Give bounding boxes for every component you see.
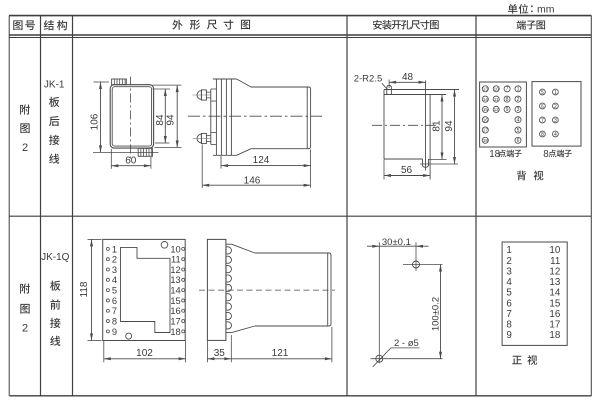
svg-text:6: 6 (541, 104, 544, 110)
svg-text:7: 7 (506, 87, 509, 93)
svg-text:35: 35 (214, 348, 226, 359)
svg-text:2: 2 (112, 255, 117, 265)
svg-text:9: 9 (506, 107, 509, 113)
svg-text:14: 14 (549, 288, 560, 299)
svg-text:12: 12 (494, 107, 500, 112)
svg-text:84: 84 (155, 114, 166, 126)
svg-text:mm: mm (537, 3, 555, 15)
svg-text:2: 2 (22, 323, 28, 335)
svg-text:94: 94 (444, 120, 455, 132)
svg-text:12: 12 (549, 266, 560, 277)
svg-text:100±0.2: 100±0.2 (431, 297, 442, 331)
svg-text:3: 3 (517, 107, 520, 113)
svg-text:2: 2 (554, 104, 557, 110)
svg-text:14: 14 (170, 286, 180, 296)
svg-text:15: 15 (483, 107, 489, 112)
svg-text:81: 81 (432, 120, 443, 132)
svg-text:1: 1 (506, 245, 511, 256)
svg-text:8: 8 (112, 316, 117, 326)
svg-text:1: 1 (112, 244, 117, 254)
svg-text:16: 16 (170, 306, 180, 316)
svg-text:5: 5 (541, 90, 544, 96)
svg-text:1: 1 (554, 90, 557, 96)
svg-text:5: 5 (517, 128, 520, 134)
svg-text:15: 15 (170, 296, 180, 306)
svg-text:3: 3 (554, 118, 557, 124)
svg-text:17: 17 (483, 128, 489, 133)
svg-text:5: 5 (112, 286, 117, 296)
svg-text:7: 7 (112, 306, 117, 316)
svg-text:118: 118 (79, 281, 90, 297)
svg-text:121: 121 (272, 348, 289, 359)
svg-text:6: 6 (112, 296, 117, 306)
svg-text:17: 17 (170, 316, 180, 326)
svg-text:4: 4 (112, 275, 117, 285)
svg-text:7: 7 (541, 118, 544, 124)
svg-text:10: 10 (549, 245, 560, 256)
svg-text:56: 56 (401, 165, 413, 176)
svg-text:2: 2 (517, 97, 520, 103)
svg-text:4: 4 (517, 118, 520, 124)
svg-text:102: 102 (136, 348, 153, 359)
svg-text:10: 10 (494, 86, 500, 91)
svg-text:7: 7 (506, 309, 511, 320)
svg-text:106: 106 (89, 113, 100, 130)
svg-text:JK-1Q: JK-1Q (41, 252, 70, 263)
svg-text:18: 18 (549, 330, 560, 341)
svg-text:9: 9 (112, 327, 117, 337)
svg-text:JK-1: JK-1 (44, 80, 65, 91)
svg-text:12: 12 (170, 265, 180, 275)
svg-text:124: 124 (253, 155, 270, 166)
svg-text:13: 13 (483, 86, 489, 91)
svg-text:18: 18 (483, 138, 489, 143)
svg-text:1: 1 (517, 87, 520, 93)
svg-text:8: 8 (506, 320, 512, 331)
svg-text:14: 14 (483, 97, 489, 102)
svg-text:2-R2.5: 2-R2.5 (354, 74, 383, 85)
svg-text:4: 4 (554, 132, 557, 138)
svg-text:11: 11 (171, 255, 181, 265)
svg-text:3: 3 (506, 266, 512, 277)
svg-text:3: 3 (112, 265, 117, 275)
svg-text:48: 48 (402, 72, 414, 83)
svg-text:4: 4 (506, 277, 512, 288)
svg-text:8: 8 (541, 132, 544, 138)
svg-text:2: 2 (506, 256, 511, 267)
svg-text:15: 15 (549, 298, 560, 309)
svg-text:8: 8 (543, 149, 549, 160)
svg-text:94: 94 (165, 114, 176, 126)
svg-text:9: 9 (506, 330, 511, 341)
svg-text:13: 13 (170, 275, 180, 285)
svg-text:17: 17 (549, 320, 560, 331)
svg-text:6: 6 (517, 138, 520, 144)
svg-text:8: 8 (506, 97, 509, 103)
svg-text:11: 11 (494, 97, 499, 102)
svg-text:2: 2 (22, 142, 28, 154)
svg-text:2 - ø5: 2 - ø5 (394, 338, 419, 349)
svg-text:11: 11 (550, 256, 560, 267)
svg-text:16: 16 (549, 309, 560, 320)
svg-text:30±0.1: 30±0.1 (382, 237, 411, 248)
svg-text:5: 5 (506, 288, 512, 299)
svg-text:146: 146 (244, 176, 261, 187)
svg-text:6: 6 (506, 298, 512, 309)
svg-text:18: 18 (489, 149, 500, 160)
svg-text:10: 10 (170, 244, 180, 254)
svg-text:18: 18 (170, 327, 180, 337)
svg-text:60: 60 (125, 155, 137, 166)
svg-text:13: 13 (549, 277, 560, 288)
svg-text:16: 16 (483, 117, 489, 122)
